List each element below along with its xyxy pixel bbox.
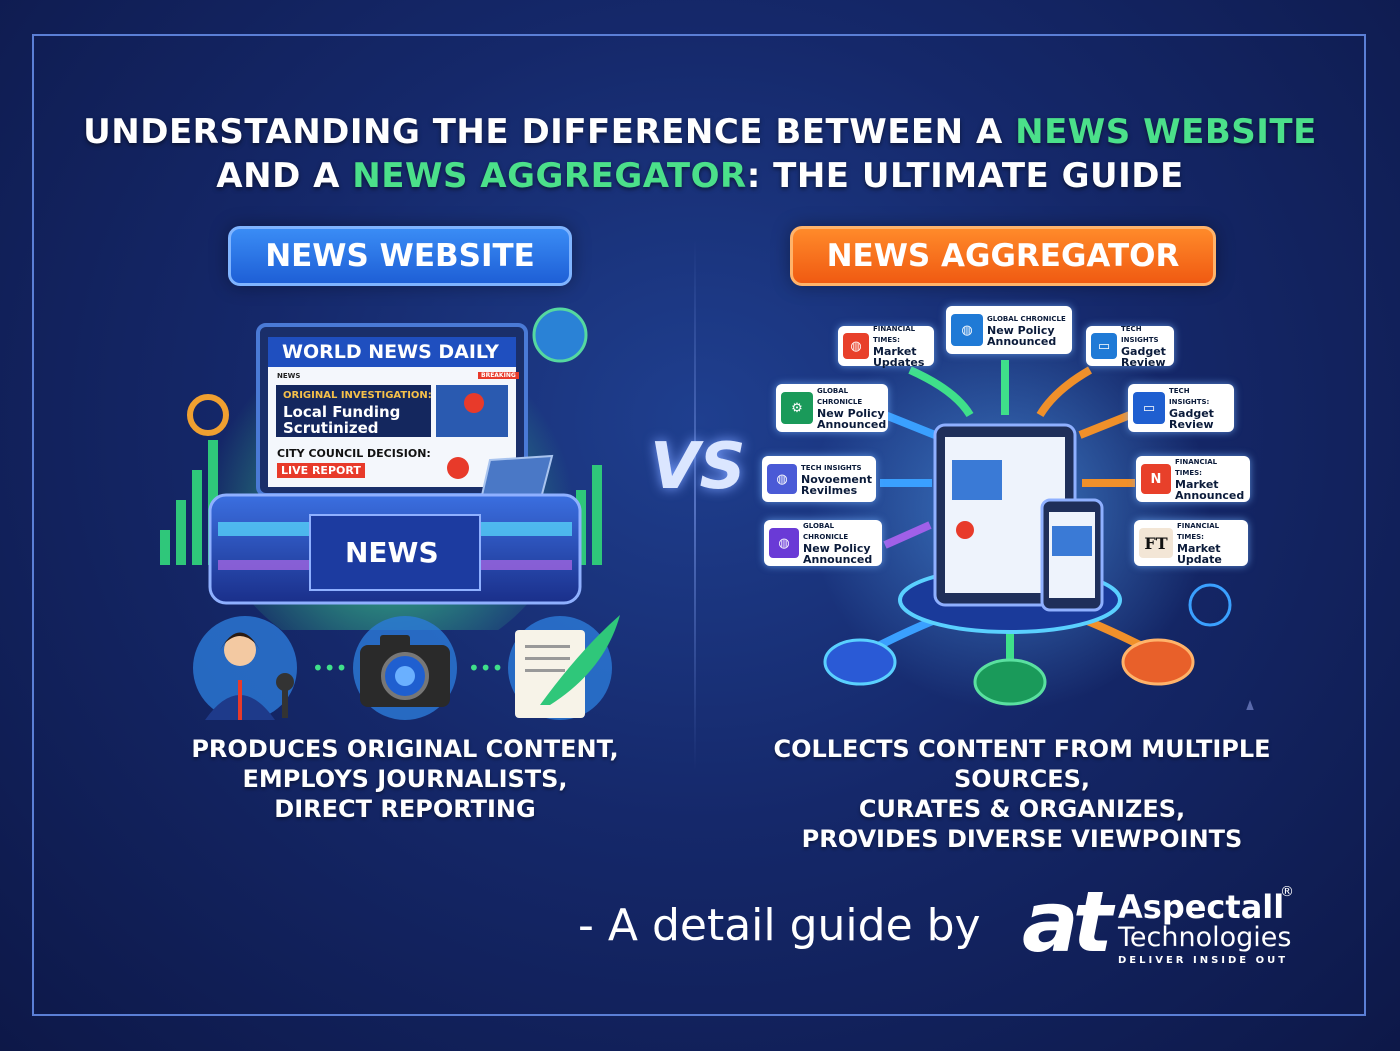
- camera-icon: [360, 635, 450, 707]
- document-quill-icon: [515, 615, 620, 718]
- brand-tagline: DELIVER INSIDE OUT: [1118, 955, 1289, 966]
- link-node-icon: [1121, 638, 1195, 686]
- donut-chart-icon: [187, 394, 229, 436]
- globe-icon: [532, 307, 588, 363]
- play-icon: [447, 457, 469, 479]
- footer-byline: - A detail guide by: [578, 900, 981, 951]
- story1-kicker: ORIGINAL INVESTIGATION:: [283, 390, 432, 401]
- screen-title: WORLD NEWS DAILY: [282, 341, 499, 363]
- center-divider: [694, 240, 696, 770]
- play-icon: [956, 521, 974, 539]
- news-aggregator-caption: COLLECTS CONTENT FROM MULTIPLE SOURCES, …: [773, 735, 1271, 853]
- title-text: AND A: [216, 156, 353, 196]
- news-aggregator-illustration: [810, 310, 1254, 710]
- screen-nav: NEWS: [277, 372, 301, 380]
- desk-label: NEWS: [345, 536, 439, 569]
- svg-text:•••: •••: [468, 656, 503, 680]
- vs-label: VS: [650, 430, 746, 504]
- sparkle-icon: [1246, 700, 1254, 710]
- news-website-label: NEWS WEBSITE: [228, 226, 572, 286]
- user-node-icon: [823, 638, 897, 686]
- location-node-icon: [973, 658, 1047, 706]
- monitor-icon: ▭: [1133, 392, 1165, 424]
- journalism-icons-row: ••• •••: [193, 615, 620, 720]
- registered-mark: ®: [1280, 884, 1294, 900]
- news-aggregator-label: NEWS AGGREGATOR: [790, 226, 1216, 286]
- title-text: UNDERSTANDING THE DIFFERENCE BETWEEN A: [83, 112, 1016, 152]
- aspectall-logo-mark: at: [1022, 873, 1113, 971]
- news-icon: N: [1141, 464, 1171, 494]
- laptop-icon: ▭: [1091, 333, 1117, 359]
- page-title-line-1: UNDERSTANDING THE DIFFERENCE BETWEEN A N…: [40, 112, 1360, 152]
- live-report-badge: LIVE REPORT: [277, 463, 365, 478]
- story2-kicker: CITY COUNCIL DECISION:: [277, 447, 431, 460]
- title-highlight-news-website: NEWS WEBSITE: [1015, 112, 1317, 152]
- globe-icon: ◍: [767, 464, 797, 494]
- globe-icon: ◍: [843, 333, 869, 359]
- news-website-caption: PRODUCES ORIGINAL CONTENT, EMPLOYS JOURN…: [191, 735, 619, 823]
- gear-icon: ⚙: [781, 392, 813, 424]
- brand-name: Aspectall: [1118, 888, 1285, 926]
- globe-icon: [1188, 583, 1232, 627]
- ft-icon: FT: [1139, 528, 1173, 558]
- story1-headline-1: Local Funding: [283, 403, 401, 421]
- title-text: : THE ULTIMATE GUIDE: [746, 156, 1184, 196]
- svg-text:•••: •••: [312, 656, 347, 680]
- play-icon: [464, 393, 484, 413]
- journalist-icon: [205, 632, 294, 720]
- title-highlight-news-aggregator: NEWS AGGREGATOR: [352, 156, 747, 196]
- globe-icon: ◍: [951, 314, 983, 346]
- globe-icon: ◍: [769, 528, 799, 558]
- brand-subname: Technologies: [1118, 922, 1292, 953]
- screen-breaking-tag: BREAKING: [478, 372, 519, 379]
- border-frame: [32, 34, 1366, 1016]
- page-title-line-2: AND A NEWS AGGREGATOR: THE ULTIMATE GUID…: [40, 156, 1360, 196]
- story1-headline-2: Scrutinized: [283, 419, 379, 437]
